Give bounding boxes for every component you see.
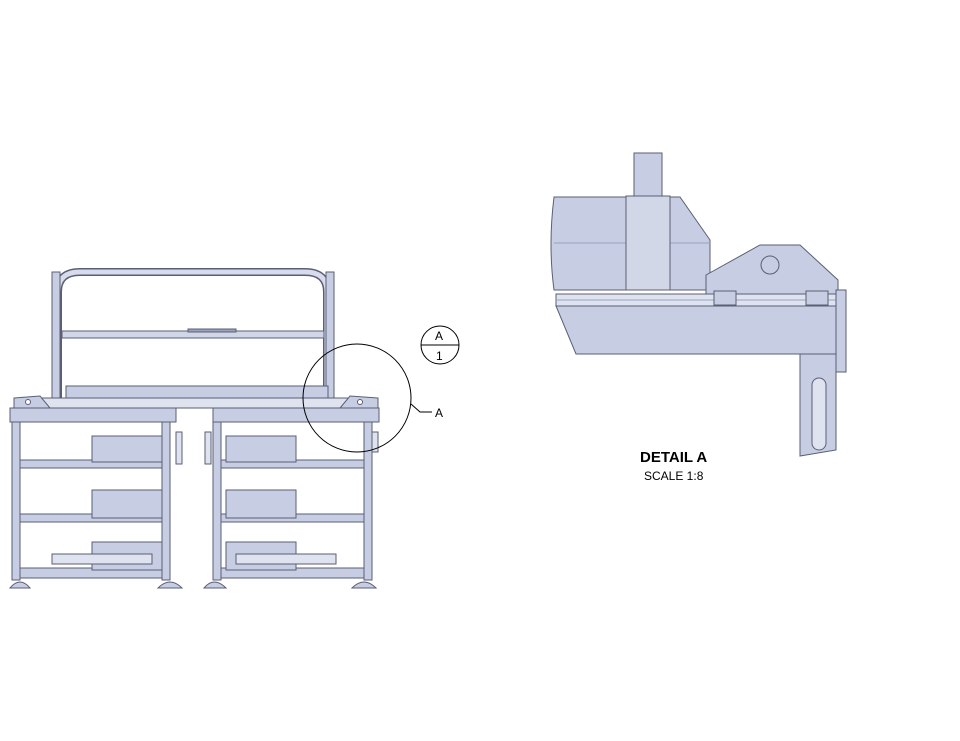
bubble-top-label: A [435, 329, 443, 343]
detail-a-view [550, 152, 847, 457]
handrail [51, 268, 335, 403]
detail-callout-circle [302, 343, 432, 453]
main-view-cart [8, 268, 380, 589]
right-cabinet-frame [204, 421, 379, 581]
casters [8, 581, 378, 589]
top-surface [9, 385, 380, 423]
left-cabinet-frame [11, 421, 183, 581]
bubble-bottom-label: 1 [436, 349, 443, 363]
view-bubble [420, 325, 460, 365]
detail-scale: SCALE 1:8 [644, 469, 704, 483]
detail-title: DETAIL A [640, 449, 707, 466]
callout-letter: A [435, 406, 443, 420]
